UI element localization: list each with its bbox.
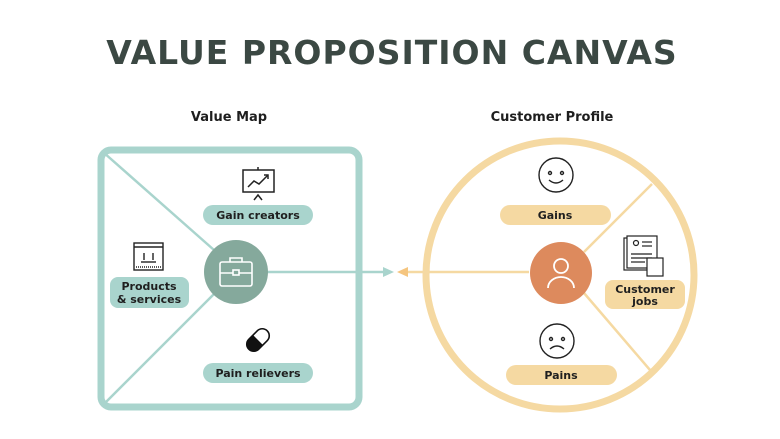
pain-relievers-text: Pain relievers: [215, 367, 301, 380]
briefcase-icon: [219, 257, 253, 287]
services-text: & services: [117, 293, 182, 306]
products-services-label: [110, 277, 189, 308]
gains-text: Gains: [538, 209, 573, 222]
divider-line: [583, 183, 653, 253]
customer-profile-heading: Customer Profile: [491, 110, 614, 125]
resume-document-icon: [623, 235, 664, 277]
divider-line: [583, 292, 651, 371]
pill-icon: [245, 327, 271, 353]
pains-label: [506, 365, 617, 385]
jobs-text: jobs: [631, 295, 658, 308]
customer-profile: Gains Customer jobs Pains: [397, 137, 698, 413]
box-icon: [133, 242, 164, 271]
products-text: Products: [121, 280, 177, 293]
gain-creators-label: [203, 205, 313, 225]
divider-line: [102, 151, 215, 251]
pains-text: Pains: [544, 369, 578, 382]
arrow-left-icon: [397, 267, 408, 277]
value-map-heading: Value Map: [191, 110, 267, 125]
presentation-chart-icon: [242, 167, 275, 201]
arrow-right-icon: [383, 267, 394, 277]
page-title: VALUE PROPOSITION CANVAS: [106, 33, 677, 72]
gain-creators-text: Gain creators: [216, 209, 300, 222]
smile-icon: [538, 157, 574, 193]
pain-relievers-label: [203, 363, 313, 383]
value-map: Gain creators Products & services Pain r…: [97, 146, 394, 411]
customer-profile-frame: [422, 137, 698, 413]
user-icon: [547, 258, 575, 289]
divider-line: [102, 293, 215, 406]
gains-label: [500, 205, 611, 225]
customer-text: Customer: [615, 283, 675, 296]
customer-jobs-label: [605, 280, 685, 309]
value-map-frame: [97, 146, 363, 411]
sad-face-icon: [539, 323, 575, 359]
